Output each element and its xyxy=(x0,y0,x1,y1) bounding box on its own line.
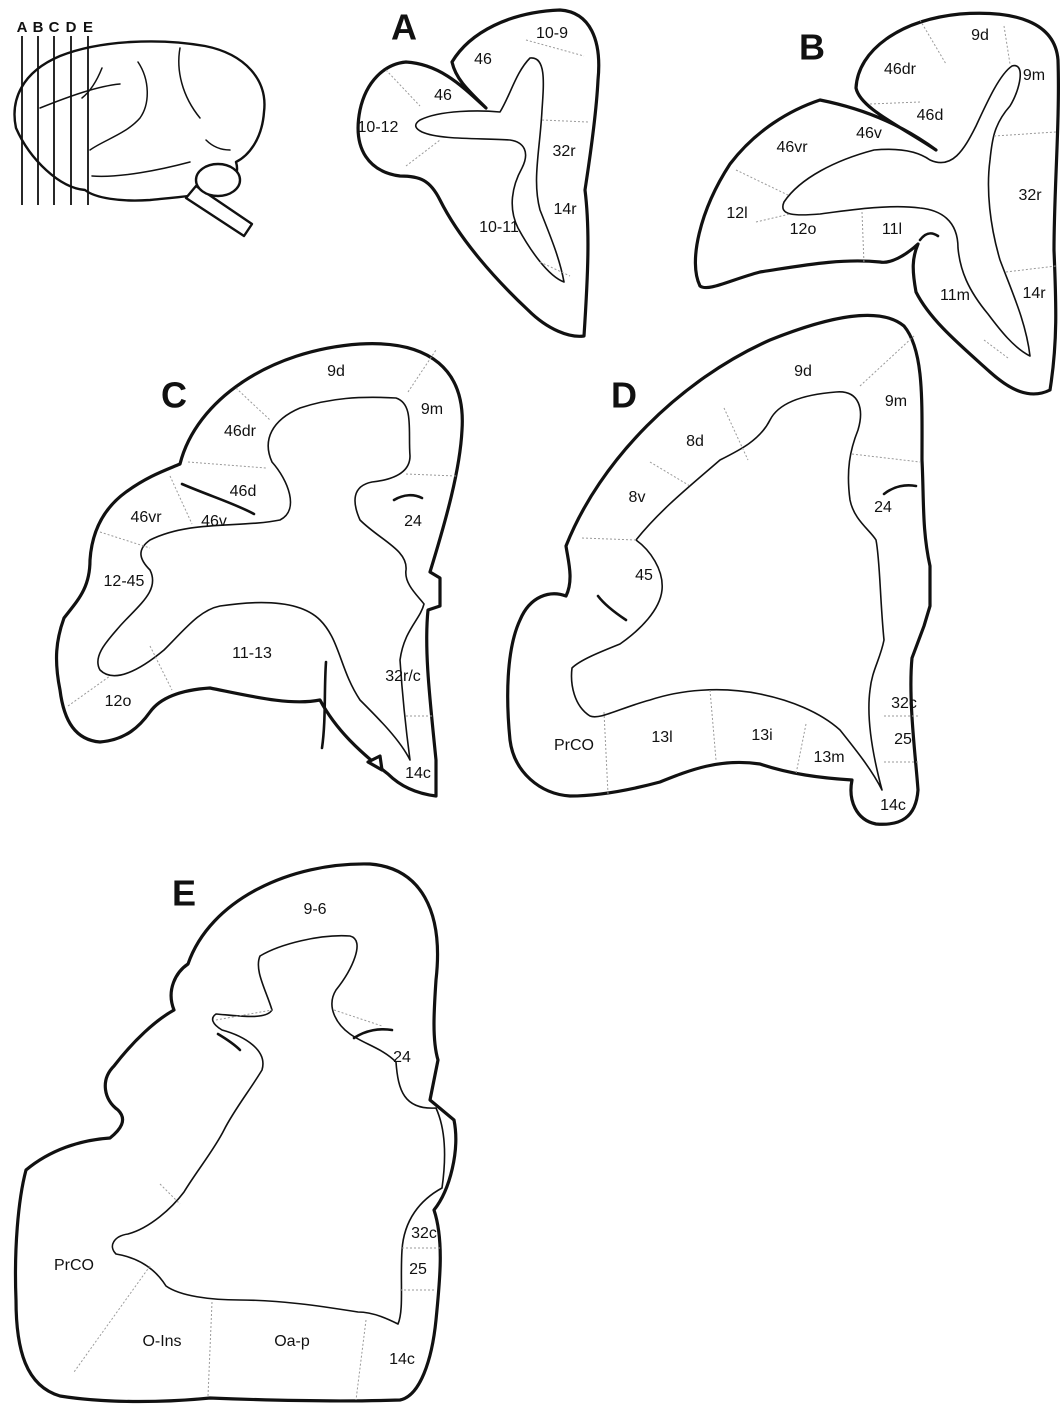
cerebellum xyxy=(196,164,240,196)
area-label: 25 xyxy=(409,1261,427,1278)
area-label: 9d xyxy=(794,363,812,380)
area-label: 13l xyxy=(651,729,672,746)
area-label: 10-9 xyxy=(536,25,568,42)
area-label: 46vr xyxy=(776,139,808,156)
area-label: 14c xyxy=(880,797,906,814)
area-label: PrCO xyxy=(554,737,594,754)
panel-letter-b: B xyxy=(799,27,825,68)
area-label: 10-11 xyxy=(479,219,519,236)
area-label: 32r xyxy=(552,143,576,160)
area-label: O-Ins xyxy=(142,1333,181,1350)
cut-label-d: D xyxy=(66,19,77,36)
area-label: 11m xyxy=(940,287,970,304)
area-label: 46 xyxy=(474,51,492,68)
panel-letter-e: E xyxy=(172,873,196,914)
area-label: 9m xyxy=(421,401,443,418)
panel-letter-a: A xyxy=(391,7,417,48)
area-label: 32r xyxy=(1018,187,1042,204)
area-label: 45 xyxy=(635,567,653,584)
area-label: 9m xyxy=(1023,67,1045,84)
area-label: 32r/c xyxy=(385,668,421,685)
cut-label-e: E xyxy=(83,19,93,36)
cut-label-a: A xyxy=(17,19,28,36)
cut-label-c: C xyxy=(49,19,60,36)
area-label: 8d xyxy=(686,433,704,450)
area-label: 46v xyxy=(856,125,882,142)
section-c-outline xyxy=(57,344,463,796)
area-label: 14c xyxy=(405,765,431,782)
area-label: 12-45 xyxy=(104,573,145,590)
area-label: 46dr xyxy=(224,423,257,440)
section-a: A 10-9 46 46 10-12 32r 14r 10-11 xyxy=(358,7,599,337)
area-label: 9m xyxy=(885,393,907,410)
area-label: 13i xyxy=(751,727,772,744)
area-label: 9d xyxy=(971,27,989,44)
area-label: 46d xyxy=(917,107,944,124)
area-label: 46 xyxy=(434,87,452,104)
area-label: 9-6 xyxy=(303,901,326,918)
area-label: 12l xyxy=(726,205,747,222)
area-label: PrCO xyxy=(54,1257,94,1274)
area-label: 12o xyxy=(790,221,817,238)
area-label: 10-12 xyxy=(358,119,399,136)
area-label: 12o xyxy=(105,693,132,710)
area-label: 25 xyxy=(894,731,912,748)
panel-letter-d: D xyxy=(611,375,637,416)
cut-label-b: B xyxy=(33,19,44,36)
area-label: 14r xyxy=(553,201,577,218)
section-e: E 9-6 24 32c PrCO 25 O-Ins Oa-p 14c xyxy=(15,864,455,1402)
area-label: 46dr xyxy=(884,61,917,78)
area-label: 11-13 xyxy=(232,645,272,662)
section-d: D 9d 9m 8d 24 8v 45 32c PrCO 13l 13i 13m… xyxy=(508,315,930,824)
section-c: C 9d 9m 46dr 46d 46vr 46v 24 12-45 11-13… xyxy=(57,344,463,796)
area-label: 46d xyxy=(230,483,257,500)
area-label: 9d xyxy=(327,363,345,380)
area-label: 11l xyxy=(882,221,902,238)
area-label: 14r xyxy=(1022,285,1046,302)
area-label: 13m xyxy=(813,749,844,766)
area-label: 46v xyxy=(201,513,227,530)
area-label: 46vr xyxy=(130,509,162,526)
area-label: 8v xyxy=(629,489,646,506)
panel-letter-c: C xyxy=(161,375,187,416)
area-label: Oa-p xyxy=(274,1333,310,1350)
brain-lateral-view: A B C D E xyxy=(15,19,265,236)
area-label: 24 xyxy=(404,513,422,530)
area-label: 32c xyxy=(411,1225,437,1242)
area-label: 32c xyxy=(891,695,917,712)
area-label: 24 xyxy=(393,1049,411,1066)
area-label: 14c xyxy=(389,1351,415,1368)
area-label: 24 xyxy=(874,499,892,516)
